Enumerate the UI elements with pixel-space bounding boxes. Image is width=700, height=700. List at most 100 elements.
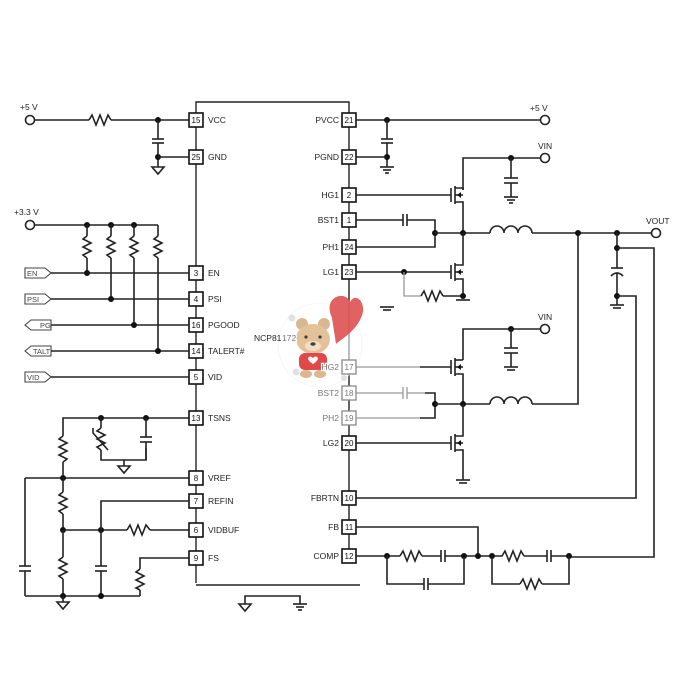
svg-text:BST2: BST2 — [318, 388, 340, 398]
plus33v-label: +3.3 V — [14, 207, 39, 217]
svg-text:TALT: TALT — [33, 347, 51, 356]
pin-vid: 5 VID — [188, 369, 222, 385]
svg-text:2: 2 — [347, 191, 352, 200]
svg-text:1: 1 — [347, 216, 352, 225]
svg-text:24: 24 — [345, 243, 354, 252]
resistor-pullup — [105, 235, 117, 259]
svg-text:LG2: LG2 — [323, 438, 339, 448]
phase2-power-stage: VIN — [356, 230, 581, 484]
phase1-power-stage: VIN — [356, 141, 655, 304]
svg-text:4: 4 — [194, 295, 199, 304]
svg-text:VCC: VCC — [208, 115, 226, 125]
vout-label: VOUT — [646, 216, 670, 226]
pin-pgnd: 22 PGND — [314, 149, 357, 165]
svg-text:25: 25 — [192, 153, 201, 162]
svg-text:PH2: PH2 — [322, 413, 339, 423]
svg-text:5: 5 — [194, 373, 199, 382]
pvcc-network: +5 V — [356, 103, 551, 174]
svg-text:6: 6 — [194, 526, 199, 535]
svg-text:PGND: PGND — [314, 152, 339, 162]
pin-en: 3 EN — [188, 265, 220, 281]
svg-text:23: 23 — [345, 268, 354, 277]
teddy-bear-overlay — [277, 295, 364, 388]
pin-vcc: 15 VCC — [188, 112, 226, 128]
pin-pgood: 16 PGOOD — [188, 317, 240, 333]
bottom-grounds — [237, 595, 307, 613]
tsns-vref-network — [19, 415, 189, 611]
vout-terminal — [650, 227, 662, 239]
inductor-2 — [489, 396, 533, 405]
svg-text:HG1: HG1 — [322, 190, 340, 200]
pin-fs: 9 FS — [188, 550, 219, 566]
ground-icon — [116, 465, 132, 475]
svg-text:3: 3 — [194, 269, 199, 278]
pin-vidbuf: 6 VIDBUF — [188, 522, 239, 538]
pin-psi: 4 PSI — [188, 291, 222, 307]
svg-text:GND: GND — [208, 152, 227, 162]
svg-text:FS: FS — [208, 553, 219, 563]
svg-text:13: 13 — [192, 414, 201, 423]
vcc-network: +5 V — [20, 102, 189, 176]
svg-text:18: 18 — [345, 389, 354, 398]
svg-text:VREF: VREF — [208, 473, 231, 483]
vin1-terminal — [539, 152, 551, 164]
svg-text:16: 16 — [192, 321, 201, 330]
svg-text:VID: VID — [208, 372, 222, 382]
svg-text:22: 22 — [345, 153, 354, 162]
ground-icon — [237, 603, 253, 613]
resistor-vidbuf — [126, 522, 151, 538]
pin-lg2: 20 LG2 — [323, 435, 357, 451]
thermistor-icon — [95, 427, 107, 451]
pin-ph1: 24 PH1 — [322, 239, 357, 255]
svg-text:7: 7 — [194, 497, 199, 506]
svg-text:EN: EN — [208, 268, 220, 278]
inductor-1 — [489, 225, 533, 234]
svg-text:COMP: COMP — [314, 551, 340, 561]
svg-text:TSNS: TSNS — [208, 413, 231, 423]
svg-text:VIDBUF: VIDBUF — [208, 525, 239, 535]
resistor-pullup — [81, 235, 93, 259]
signal-flags: EN PSI PG TALT VID — [24, 267, 189, 383]
pin-comp: 12 COMP — [314, 548, 357, 564]
svg-text:14: 14 — [192, 347, 201, 356]
vin1-label: VIN — [538, 141, 552, 151]
svg-text:EN: EN — [27, 269, 37, 278]
svg-text:PSI: PSI — [208, 294, 222, 304]
compensation-network — [356, 526, 572, 592]
ground-icon — [150, 166, 166, 176]
svg-text:HG2: HG2 — [322, 362, 340, 372]
svg-text:PVCC: PVCC — [315, 115, 339, 125]
svg-text:BST1: BST1 — [318, 215, 340, 225]
plus5v-right-label: +5 V — [530, 103, 548, 113]
pin-bst2: 18 BST2 — [316, 385, 357, 401]
svg-text:VID: VID — [27, 373, 40, 382]
vid-flag — [24, 371, 52, 383]
svg-text:9: 9 — [194, 554, 199, 563]
svg-text:FBRTN: FBRTN — [311, 493, 339, 503]
pin-gnd: 25 GND — [188, 149, 227, 165]
pin-lg1: 23 LG1 — [323, 264, 357, 280]
chip-name: NCP81 — [254, 333, 282, 343]
resistor-pullup — [128, 235, 140, 259]
pin-bst1: 1 BST1 — [318, 212, 357, 228]
svg-text:PGOOD: PGOOD — [208, 320, 240, 330]
plus5v-left-terminal — [24, 114, 36, 126]
svg-text:17: 17 — [345, 363, 354, 372]
svg-text:PG: PG — [40, 321, 51, 330]
pin-refin: 7 REFIN — [188, 493, 234, 509]
vin2-terminal — [539, 323, 551, 335]
heart-balloon-icon — [329, 295, 364, 344]
en-flag — [24, 267, 52, 279]
svg-text:10: 10 — [345, 494, 354, 503]
pin-hg2: 17 HG2 — [320, 359, 357, 375]
pin-vref: 8 VREF — [188, 470, 231, 486]
psi-flag — [24, 293, 52, 305]
vout-network: VOUT — [356, 216, 670, 558]
resistor-vcc — [88, 112, 112, 128]
chip-name-faded: 172 — [282, 333, 296, 343]
svg-text:20: 20 — [345, 439, 354, 448]
pin-hg1: 2 HG1 — [322, 187, 357, 203]
svg-text:PSI: PSI — [27, 295, 39, 304]
teddy-bear-icon — [296, 324, 330, 354]
